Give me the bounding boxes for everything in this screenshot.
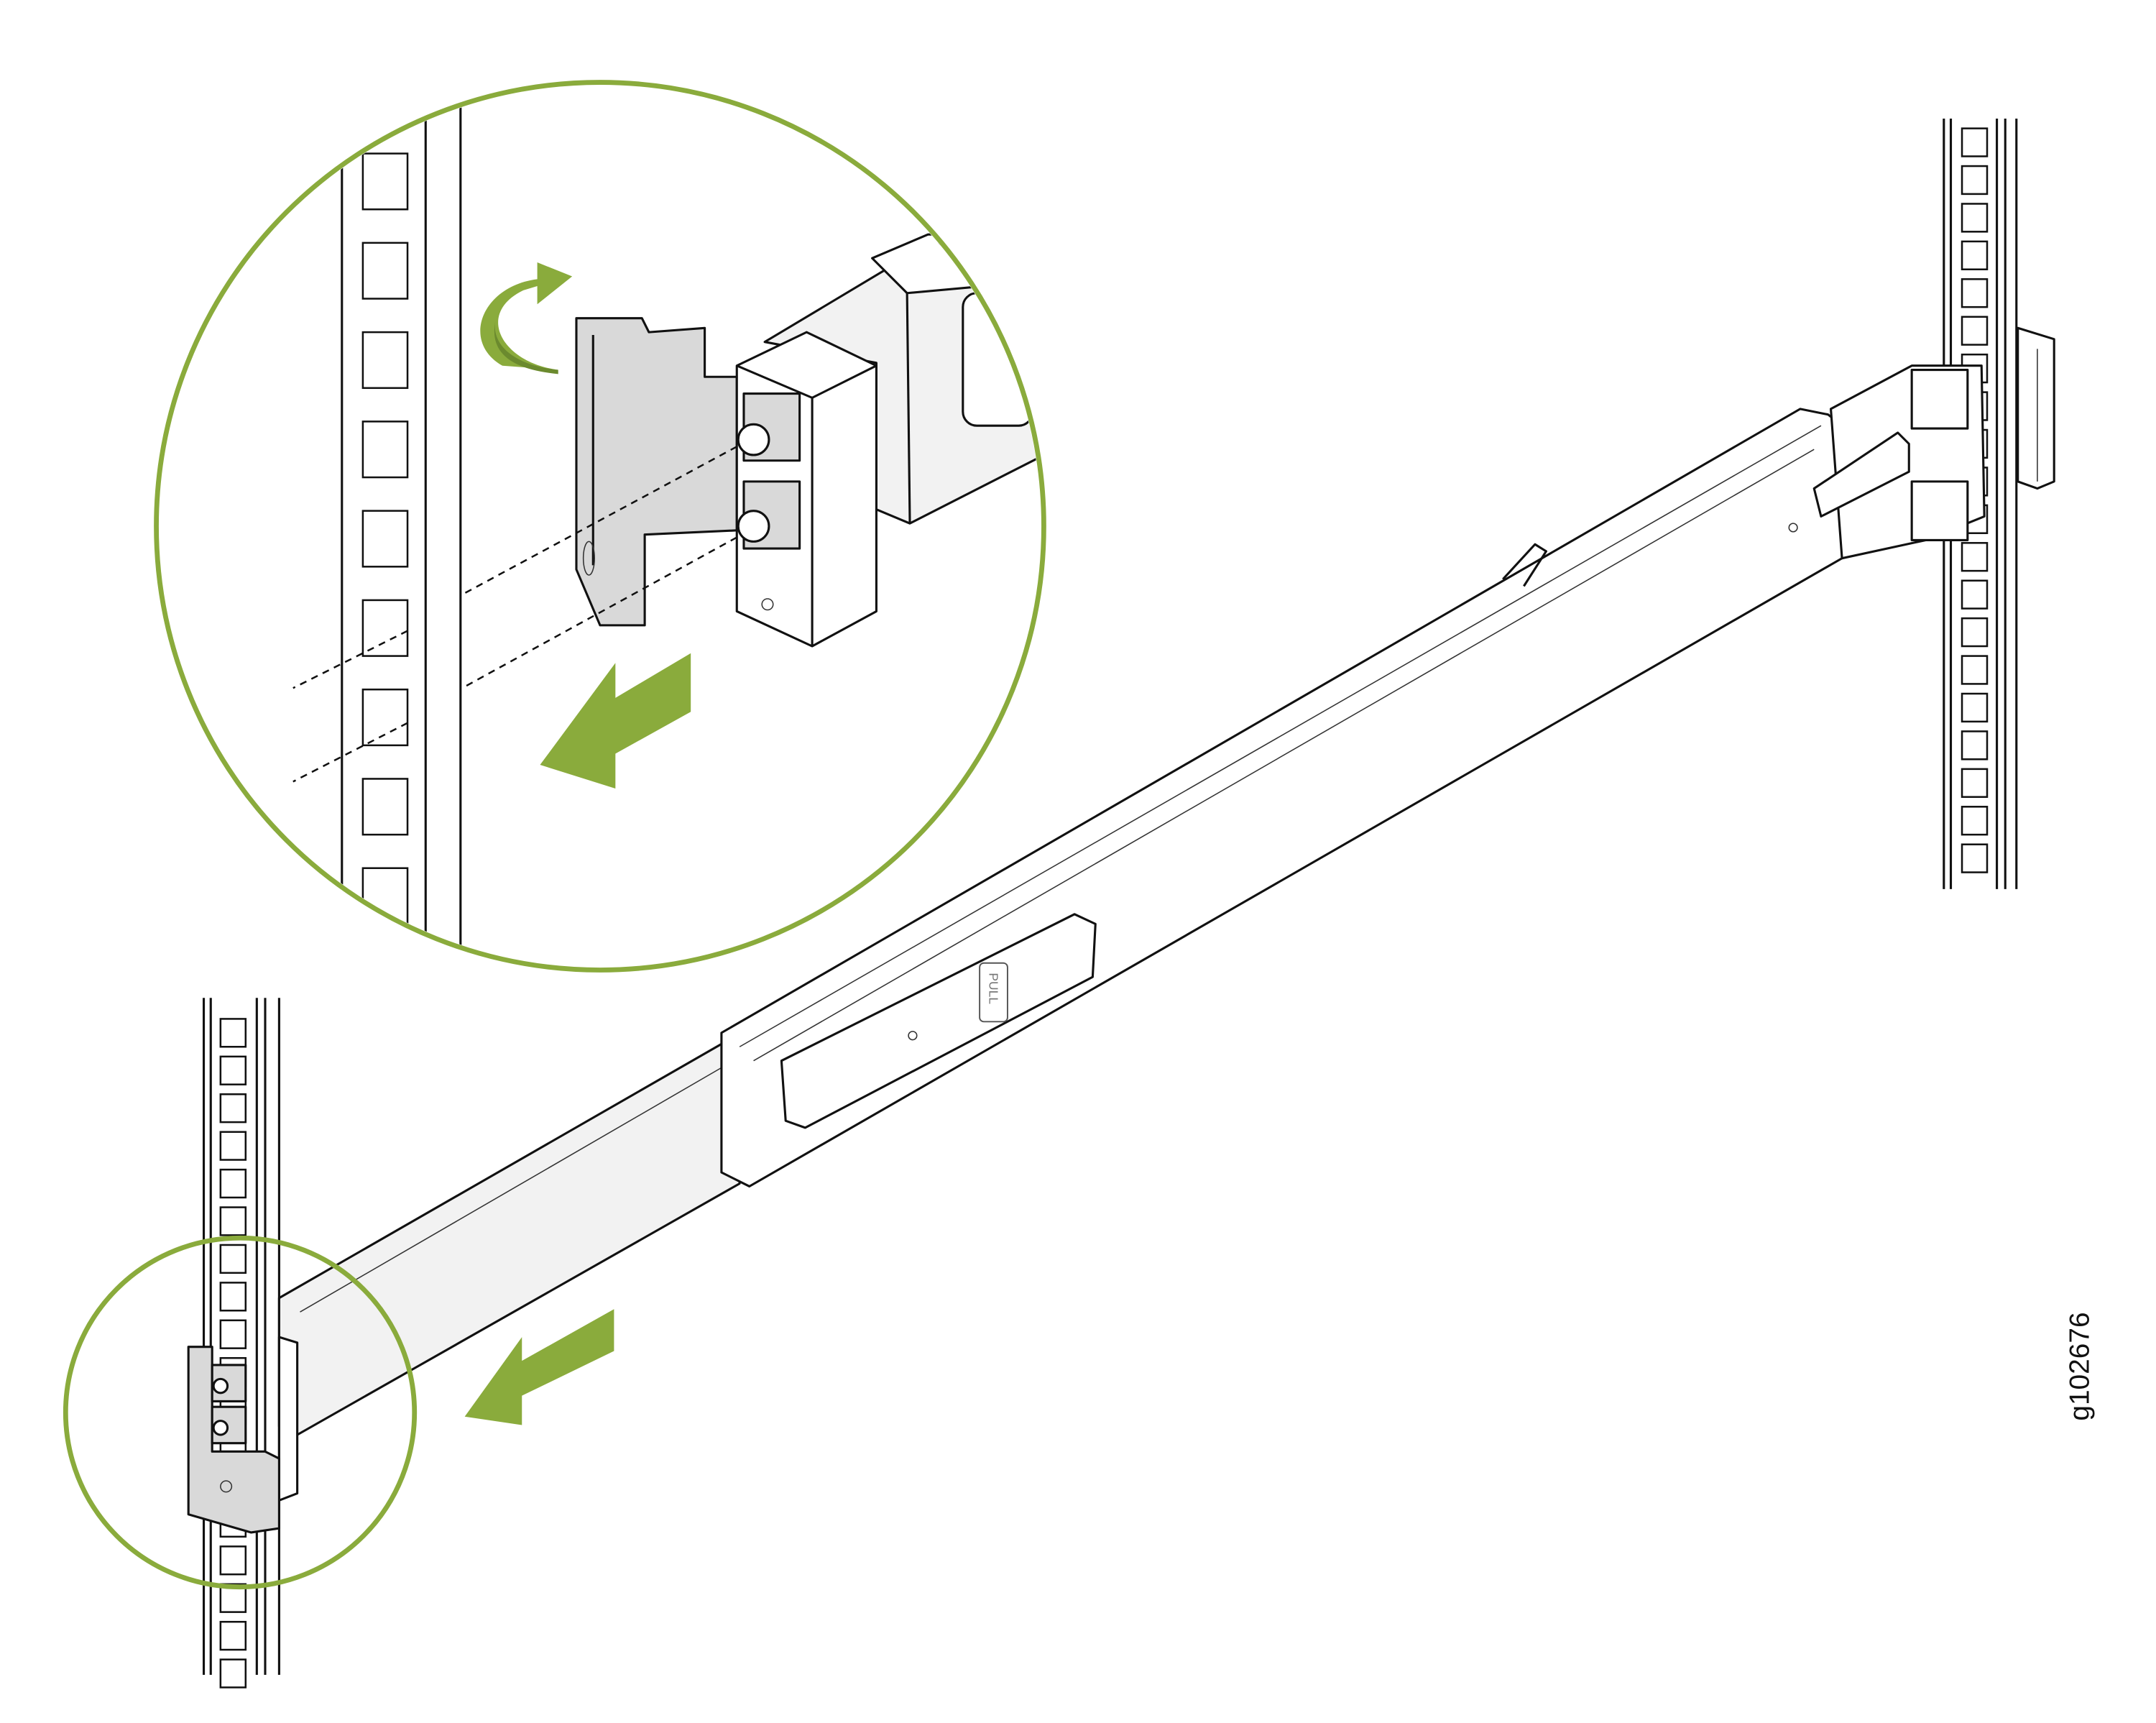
rack-hole [219,1658,247,1688]
rack-hole [219,1168,247,1199]
rack-hole [1961,316,1989,346]
rack-hole [361,510,409,568]
direction-arrow-icon [540,653,691,789]
rack-hole [219,1545,247,1576]
direction-arrow-icon [464,1309,614,1425]
rack-hole [1961,692,1989,723]
rack-hole [1961,730,1989,761]
front-bracket-detail [63,1235,418,1590]
pull-tab[interactable]: PULL [979,962,1008,1023]
rack-hole [1961,278,1989,308]
rack-hole [1961,579,1989,610]
rack-hole [219,1319,247,1349]
rail-front-section: PULL [720,364,1986,1187]
rack-hole [361,688,409,747]
figure-id: g102676 [2065,1312,2096,1420]
rack-hole [1961,806,1989,836]
rack-hole [1961,240,1989,271]
rack-hole [219,1018,247,1048]
rack-hole [219,1206,247,1236]
rack-hole [361,778,409,836]
rack-hole [1961,617,1989,648]
rack-hole [361,599,409,657]
rack-hole [1961,655,1989,685]
rack-hole [219,1244,247,1274]
bracket-zoom-detail [154,80,1046,973]
rack-hole [361,242,409,300]
rack-hole [1961,843,1989,873]
detail-highlight-circle-small [63,1235,418,1590]
rack-hole [1961,768,1989,798]
rack-hole [1961,203,1989,233]
rack-hole [361,152,409,211]
rack-hole [219,1055,247,1085]
detail-highlight-circle-large [154,80,1046,973]
rack-hole [219,1620,247,1651]
pull-tab-label: PULL [987,973,1001,1004]
rack-hole [361,331,409,390]
rotate-arrow-icon [480,262,573,375]
rack-hole [1961,127,1989,157]
rack-hole [219,1131,247,1161]
rack-hole [1961,165,1989,196]
rack-hole [361,421,409,479]
rack-hole [219,1282,247,1312]
rack-hole [219,1093,247,1124]
rack-hole [1961,542,1989,572]
